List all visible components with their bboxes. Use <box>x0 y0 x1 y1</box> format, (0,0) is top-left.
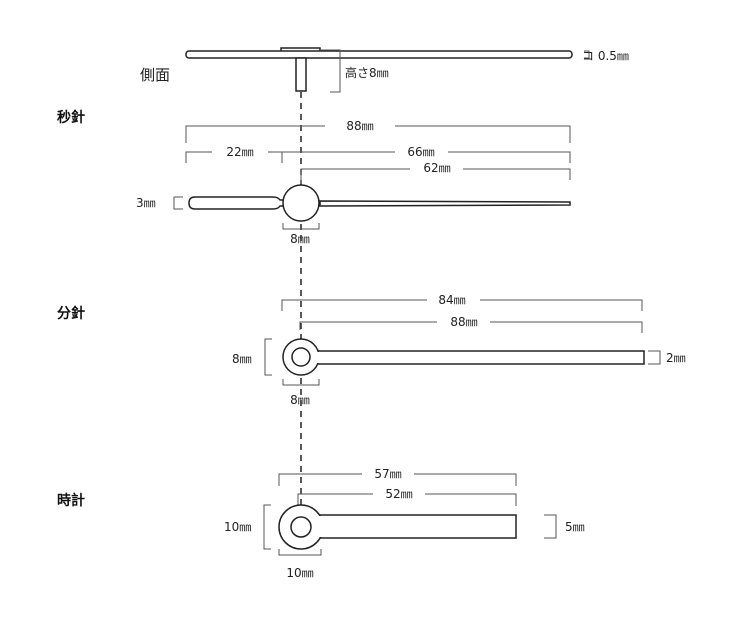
hour-hub-join <box>316 516 324 537</box>
second-hand-section: 秒針 88㎜ 22㎜ 66㎜ 62㎜ 3㎜ 8㎜ <box>57 109 571 246</box>
minute-hand-label: 分針 <box>57 305 85 322</box>
second-hub-diameter: 8㎜ <box>290 232 310 246</box>
dim-84 <box>281 299 643 311</box>
minute-hand-hole <box>291 347 311 367</box>
second-hand-needle <box>319 200 571 207</box>
dim-88-minute <box>299 321 643 333</box>
minute-center-to-tip: 88㎜ <box>450 315 477 329</box>
hour-hand-section: 時計 57㎜ 52㎜ 10㎜ 10㎜ 5㎜ <box>57 467 585 580</box>
minute-hub-height: 8㎜ <box>232 352 252 366</box>
hour-hand-hole <box>290 516 312 538</box>
minute-hub-width: 8㎜ <box>290 393 310 407</box>
second-front-length: 66㎜ <box>407 145 434 159</box>
minute-blade-width-bracket <box>648 350 661 365</box>
thickness-bracket <box>584 50 590 59</box>
second-hand-tail <box>188 196 286 210</box>
minute-hub-height-bracket <box>264 338 272 376</box>
hour-hub-height-bracket <box>263 504 271 550</box>
hour-hand-blade <box>315 514 517 539</box>
second-center-to-tip: 62㎜ <box>423 161 450 175</box>
hour-blade-width: 5㎜ <box>565 520 585 534</box>
dim-57 <box>278 473 517 486</box>
second-hand-hub <box>282 184 320 222</box>
height-bracket <box>320 49 341 93</box>
thickness-dimension: コ 0.5㎜ <box>582 49 629 63</box>
second-tail-length: 22㎜ <box>226 145 253 159</box>
dim-52 <box>297 493 517 506</box>
hour-total-length: 57㎜ <box>374 467 401 481</box>
minute-hand-section: 分針 84㎜ 88㎜ 8㎜ 8㎜ 2㎜ <box>57 293 686 407</box>
hub-width-bracket <box>282 223 320 230</box>
dim-88 <box>185 125 571 143</box>
hour-hand-label: 時計 <box>57 492 85 509</box>
second-tail-width: 3㎜ <box>136 196 156 210</box>
minute-total-length: 84㎜ <box>438 293 465 307</box>
side-view: 側面 高さ8㎜ コ 0.5㎜ <box>140 47 629 93</box>
minute-hub-join <box>316 352 320 363</box>
side-view-hand-bar <box>185 50 573 59</box>
minute-blade-width: 2㎜ <box>666 351 686 365</box>
hour-blade-width-bracket <box>544 514 557 539</box>
tail-width-bracket <box>173 196 183 210</box>
side-view-label: 側面 <box>140 66 170 84</box>
side-view-post <box>295 57 307 92</box>
dim-66 <box>282 151 571 163</box>
second-total-length: 88㎜ <box>346 119 373 133</box>
dim-62 <box>300 168 571 184</box>
hour-hub-width-bracket <box>278 549 322 556</box>
minute-hub-width-bracket <box>282 379 320 386</box>
hour-hub-height: 10㎜ <box>224 520 251 534</box>
hour-hub-width: 10㎜ <box>286 566 313 580</box>
hour-center-to-tip: 52㎜ <box>385 487 412 501</box>
second-hand-label: 秒針 <box>57 109 85 126</box>
minute-hand-blade <box>315 350 645 365</box>
height-dimension: 高さ8㎜ <box>345 65 389 80</box>
